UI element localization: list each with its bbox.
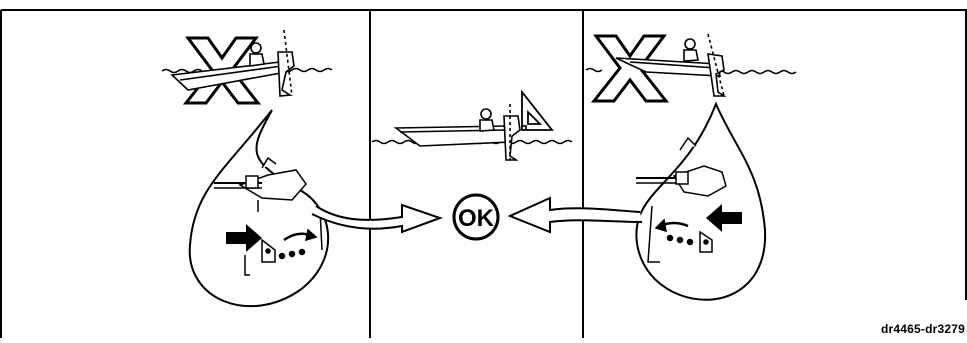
- arrow-to-ok-right: [510, 198, 642, 232]
- right-angle-triangle-icon: [522, 92, 552, 130]
- left-panel: [162, 30, 440, 306]
- ok-badge: OK: [454, 195, 498, 239]
- ok-label: OK: [458, 205, 495, 232]
- arrow-to-ok-left: [312, 205, 440, 232]
- reference-code: dr4465-dr3279: [881, 322, 965, 336]
- panel-frame: [1, 10, 967, 338]
- right-panel: [510, 34, 796, 300]
- detail-bubble-left: [190, 110, 328, 306]
- boat-bow-up-right: [616, 34, 724, 96]
- boat-level-center: [396, 104, 520, 160]
- detail-bubble-right: [636, 104, 765, 300]
